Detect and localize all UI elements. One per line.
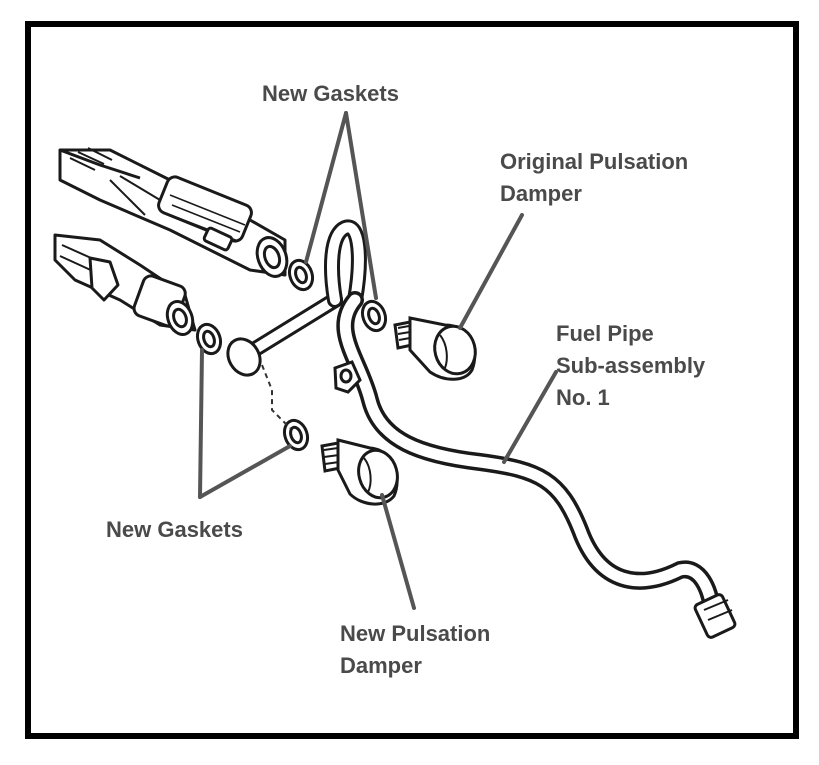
label-new-pulsation-damper: New Pulsation Damper	[340, 618, 490, 682]
label-original-damper-line1: Original Pulsation	[500, 149, 689, 174]
label-fuel-pipe-sub-assembly: Fuel Pipe Sub-assembly No. 1	[556, 318, 705, 414]
new-pulsation-damper	[320, 438, 399, 506]
label-fuel-pipe-line2: Sub-assembly	[556, 353, 706, 378]
label-new-gaskets-top-text: New Gaskets	[262, 81, 399, 106]
leader-lines	[198, 111, 558, 610]
label-new-damper-line1: New Pulsation	[340, 621, 491, 646]
leader-fuel-pipe	[502, 370, 558, 464]
label-new-gaskets-bottom: New Gaskets	[106, 514, 243, 546]
pipe-fittings	[226, 337, 737, 639]
leader-original-damper	[458, 213, 524, 330]
label-new-gaskets-top: New Gaskets	[262, 78, 399, 110]
label-new-damper-line2: Damper	[340, 653, 422, 678]
fuel-pipe	[236, 219, 721, 619]
leader-new-damper	[380, 493, 416, 610]
original-pulsation-damper	[393, 316, 477, 381]
lower-fuel-injector-rail	[53, 233, 197, 336]
label-original-pulsation-damper: Original Pulsation Damper	[500, 146, 688, 210]
upper-fuel-injector-rail	[58, 147, 289, 278]
label-fuel-pipe-line1: Fuel Pipe	[556, 321, 654, 346]
gaskets	[195, 258, 388, 452]
label-new-gaskets-bottom-text: New Gaskets	[106, 517, 243, 542]
leader-new-gaskets-bottom-right	[198, 444, 292, 499]
leader-new-gaskets-bottom-left	[198, 348, 204, 499]
label-original-damper-line2: Damper	[500, 181, 582, 206]
label-fuel-pipe-line3: No. 1	[556, 385, 610, 410]
alignment-line	[261, 364, 291, 429]
figure-border	[25, 21, 799, 739]
leader-new-gaskets-top-right	[344, 111, 378, 300]
leader-new-gaskets-top-left	[304, 111, 348, 264]
